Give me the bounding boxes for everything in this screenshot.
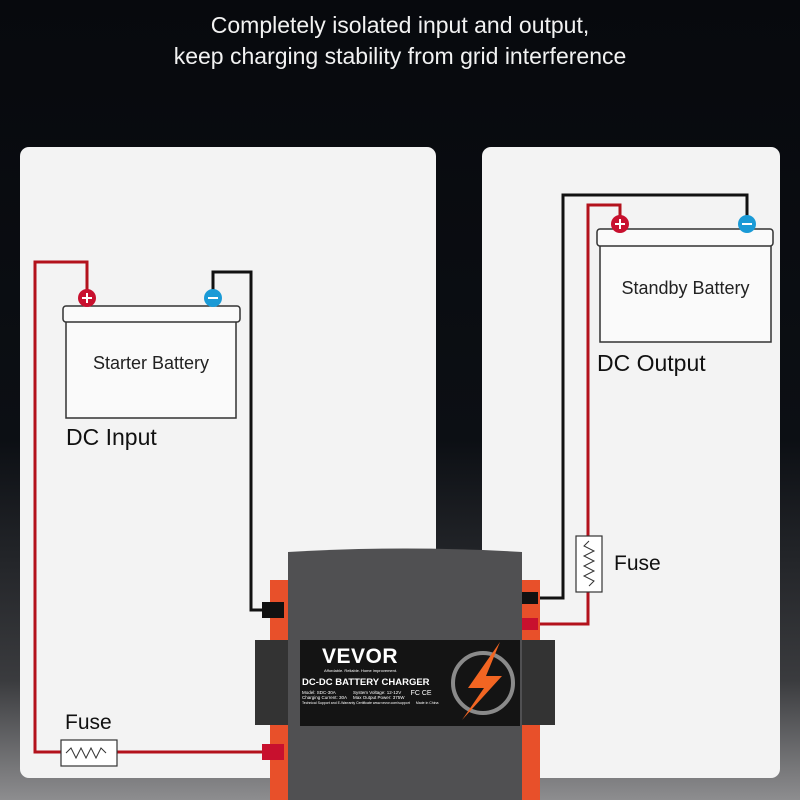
output-positive-wire xyxy=(538,203,622,626)
dc-dc-charger-device xyxy=(255,548,555,800)
output-fuse-icon xyxy=(575,535,603,593)
standby-battery xyxy=(596,215,774,343)
input-fuse-label: Fuse xyxy=(65,711,112,734)
model: Model: SDC-30A xyxy=(302,690,336,695)
headline-line-1: Completely isolated input and output, xyxy=(210,12,590,38)
lightning-bolt-icon xyxy=(462,642,502,720)
device-label: VEVOR Affordable. Reliable. Home improve… xyxy=(302,645,452,706)
current: Charging Current: 30A xyxy=(302,695,348,700)
input-positive-wire xyxy=(33,260,262,754)
device-title: DC-DC BATTERY CHARGER xyxy=(302,677,430,688)
input-fuse-icon xyxy=(60,739,118,767)
headline: Completely isolated input and output, ke… xyxy=(0,10,800,72)
starter-battery-label: Starter Battery xyxy=(92,353,210,373)
input-negative-wire xyxy=(211,270,262,612)
dc-input-label: DC Input xyxy=(66,424,157,450)
origin: Made in China xyxy=(415,701,439,705)
support-text: Technical Support and E-Warranty Certifi… xyxy=(302,701,410,705)
headline-line-2: keep charging stability from grid interf… xyxy=(173,43,627,69)
voltage: System Voltage: 12-12V xyxy=(353,690,402,695)
power: Max Output Power: 375W xyxy=(353,695,405,700)
starter-battery xyxy=(62,289,241,419)
tagline: Affordable. Reliable. Home improvement. xyxy=(324,668,398,673)
output-negative-wire xyxy=(538,193,749,600)
standby-battery-label: Standby Battery xyxy=(621,278,750,298)
brand-logo: VEVOR xyxy=(322,645,399,668)
certifications: FC CE xyxy=(410,690,432,697)
dc-output-label: DC Output xyxy=(597,350,706,376)
output-fuse-label: Fuse xyxy=(614,552,661,575)
